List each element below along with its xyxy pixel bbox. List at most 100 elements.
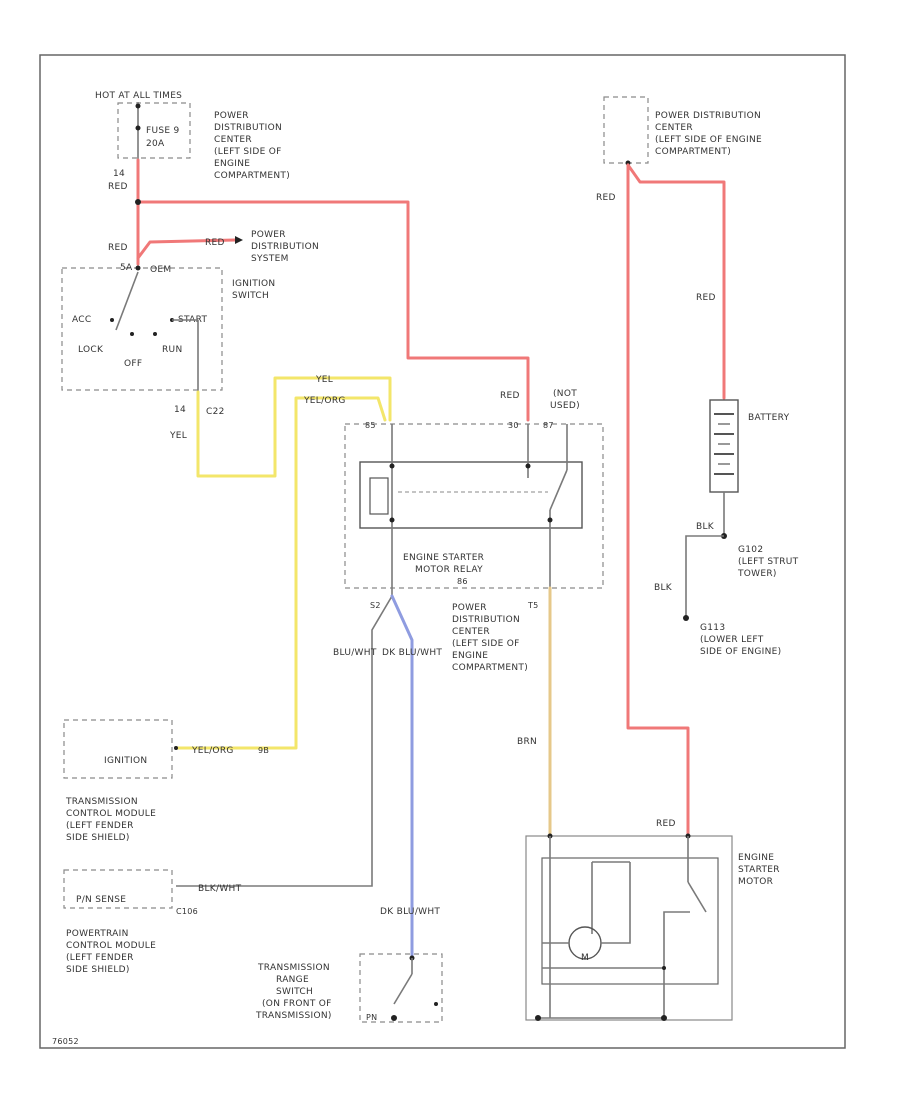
pdc-center-label: POWER DISTRIBUTION CENTER (LEFT SIDE OF … <box>452 603 528 673</box>
dk-blu-wht-wire <box>390 594 414 958</box>
relay-pin-87: 87 <box>543 421 554 430</box>
svg-text:SWITCH: SWITCH <box>232 291 269 301</box>
switch-acc: ACC <box>72 315 91 325</box>
pdc-right-label: POWER DISTRIBUTION CENTER (LEFT SIDE OF … <box>655 111 762 157</box>
wire-code-pn: PN <box>366 1013 377 1022</box>
wire-label-red-2: RED <box>108 243 128 253</box>
ground-wire-g113 <box>685 535 724 618</box>
svg-text:(LEFT FENDER: (LEFT FENDER <box>66 953 134 963</box>
red-wire-to-relay <box>136 200 530 422</box>
diagram-border <box>39 54 846 1049</box>
fuse-terminal-top <box>135 103 141 109</box>
battery-label: BATTERY <box>748 413 790 423</box>
svg-text:TOWER): TOWER) <box>737 569 777 579</box>
svg-text:SYSTEM: SYSTEM <box>251 254 289 264</box>
wire-label-yel-org-2: YEL/ORG <box>191 746 234 756</box>
wire-label-red-1: RED <box>108 182 128 192</box>
svg-text:CENTER: CENTER <box>655 123 693 133</box>
switch-contact-off <box>130 332 134 336</box>
red-wire-pdc-to-battery <box>626 163 726 400</box>
yellow-wire-start <box>196 376 392 478</box>
svg-text:MOTOR: MOTOR <box>738 877 773 887</box>
svg-text:SIDE OF ENGINE): SIDE OF ENGINE) <box>700 647 781 657</box>
svg-text:USED): USED) <box>550 401 580 411</box>
pcm-pn-sense-label: P/N SENSE <box>76 895 126 905</box>
switch-off: OFF <box>124 359 142 369</box>
wire-code-t5: T5 <box>527 601 539 610</box>
svg-text:IGNITION: IGNITION <box>232 279 275 289</box>
starter-splice <box>662 966 666 970</box>
tcm-box <box>63 719 173 779</box>
svg-text:(ON FRONT OF: (ON FRONT OF <box>262 999 332 1009</box>
svg-text:DISTRIBUTION: DISTRIBUTION <box>251 242 319 252</box>
ground-g102-label: G102 (LEFT STRUT TOWER) <box>737 545 798 579</box>
svg-text:POWER: POWER <box>452 603 487 613</box>
relay-terminal-2 <box>389 517 395 523</box>
svg-text:ENGINE STARTER: ENGINE STARTER <box>403 553 484 563</box>
wire-label-blk-wht: BLK/WHT <box>198 884 242 894</box>
starter-solenoid-frame <box>541 857 719 985</box>
wire-label-yel-2: YEL <box>315 375 333 385</box>
red-wire-to-power-dist <box>136 238 237 260</box>
ground-g113-icon <box>683 615 689 621</box>
wire-label-dk-blu-wht-2: DK BLU/WHT <box>380 907 440 917</box>
switch-input-terminal <box>135 265 141 271</box>
trs-label: TRANSMISSION RANGE SWITCH (ON FRONT OF T… <box>255 963 332 1021</box>
relay-body <box>359 461 583 529</box>
trs-box <box>359 953 443 1023</box>
svg-text:TRANSMISSION): TRANSMISSION) <box>255 1011 332 1021</box>
starter-motor-box <box>525 835 733 1021</box>
trs-contact <box>434 1002 438 1006</box>
relay-pin-85: 85 <box>365 421 376 430</box>
yellow-orange-wire-tcm <box>174 396 387 750</box>
wire-label-yel-1: YEL <box>169 431 187 441</box>
starter-return-path <box>542 911 690 969</box>
wire-code-14b: 14 <box>174 405 186 415</box>
starter-ground-2-icon <box>661 1015 667 1021</box>
starter-contact-arm <box>687 881 707 913</box>
svg-text:POWER: POWER <box>214 111 249 121</box>
starter-motor-label: ENGINE STARTER MOTOR <box>738 853 780 887</box>
relay-pin-86: 86 <box>457 577 468 586</box>
svg-text:CENTER: CENTER <box>452 627 490 637</box>
switch-lock: LOCK <box>78 345 104 355</box>
svg-text:SWITCH: SWITCH <box>276 987 313 997</box>
svg-text:G113: G113 <box>700 623 725 633</box>
wire-label-red-3: RED <box>205 238 225 248</box>
fuse-terminal-bottom <box>135 125 141 131</box>
svg-text:(LEFT SIDE OF: (LEFT SIDE OF <box>452 639 520 649</box>
svg-text:CONTROL MODULE: CONTROL MODULE <box>66 809 156 819</box>
svg-text:DISTRIBUTION: DISTRIBUTION <box>452 615 520 625</box>
svg-text:COMPARTMENT): COMPARTMENT) <box>214 171 290 181</box>
svg-text:STARTER: STARTER <box>738 865 780 875</box>
starter-ground-bus <box>538 968 665 1019</box>
wire-label-dk-blu-wht-1: DK BLU/WHT <box>382 648 442 658</box>
svg-text:TRANSMISSION: TRANSMISSION <box>65 797 138 807</box>
wire-label-blk-1: BLK <box>696 522 715 532</box>
blu-wht-wire-pcm <box>176 588 393 887</box>
pcm-label: POWERTRAIN CONTROL MODULE (LEFT FENDER S… <box>66 929 156 975</box>
starter-ground-1-icon <box>535 1015 541 1021</box>
wire-label-blk-2: BLK <box>654 583 673 593</box>
pdc-left-label: POWER DISTRIBUTION CENTER (LEFT SIDE OF … <box>214 111 290 181</box>
wire-code-c22: C22 <box>206 407 225 417</box>
svg-text:ENGINE: ENGINE <box>452 651 488 661</box>
trs-ground-icon <box>391 1015 397 1021</box>
wire-label-red-6: RED <box>696 293 716 303</box>
pdc-right-box <box>603 96 649 164</box>
svg-text:(LEFT SIDE OF ENGINE: (LEFT SIDE OF ENGINE <box>655 135 762 145</box>
motor-leads <box>542 934 631 944</box>
relay-coil <box>369 477 389 515</box>
splice-red <box>135 199 141 205</box>
motor-symbol: M <box>581 953 589 963</box>
ignition-switch-label: IGNITION SWITCH <box>232 279 275 301</box>
svg-text:POWERTRAIN: POWERTRAIN <box>66 929 129 939</box>
figure-id: 76052 <box>52 1037 79 1046</box>
svg-text:POWER DISTRIBUTION: POWER DISTRIBUTION <box>655 111 761 121</box>
svg-text:(LEFT FENDER: (LEFT FENDER <box>66 821 134 831</box>
svg-text:(NOT: (NOT <box>553 389 577 399</box>
switch-run: RUN <box>162 345 182 355</box>
svg-text:(LOWER LEFT: (LOWER LEFT <box>700 635 764 645</box>
relay-pin-30: 30 <box>508 421 519 430</box>
